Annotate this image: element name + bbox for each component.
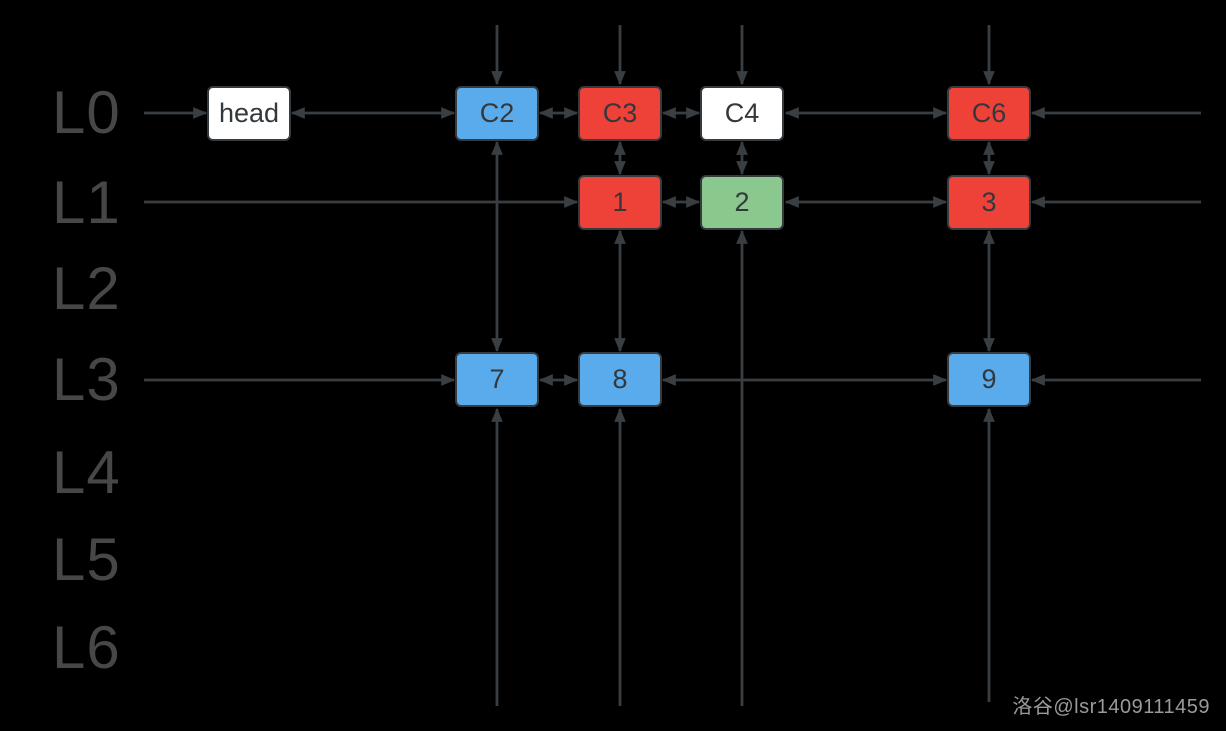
node-3: 3 xyxy=(947,175,1031,230)
node-c6: C6 xyxy=(947,86,1031,141)
watermark: 洛谷@lsr1409111459 xyxy=(1012,696,1210,718)
top-entry-arrows xyxy=(491,25,995,86)
node-c4: C4 xyxy=(700,86,784,141)
level-label-l4: L4 xyxy=(52,439,121,506)
node-c3: C3 xyxy=(578,86,662,141)
node-9: 9 xyxy=(947,352,1031,407)
node-7: 7 xyxy=(455,352,539,407)
level-label-l6: L6 xyxy=(52,614,121,681)
level-label-l0: L0 xyxy=(52,79,121,146)
vertical-links xyxy=(491,140,995,706)
level-label-l1: L1 xyxy=(52,169,121,236)
node-8: 8 xyxy=(578,352,662,407)
node-head: head xyxy=(207,86,291,141)
level-label-l2: L2 xyxy=(52,255,121,322)
node-c2: C2 xyxy=(455,86,539,141)
node-1: 1 xyxy=(578,175,662,230)
node-2: 2 xyxy=(700,175,784,230)
level-label-l3: L3 xyxy=(52,346,121,413)
level-label-l5: L5 xyxy=(52,526,121,593)
